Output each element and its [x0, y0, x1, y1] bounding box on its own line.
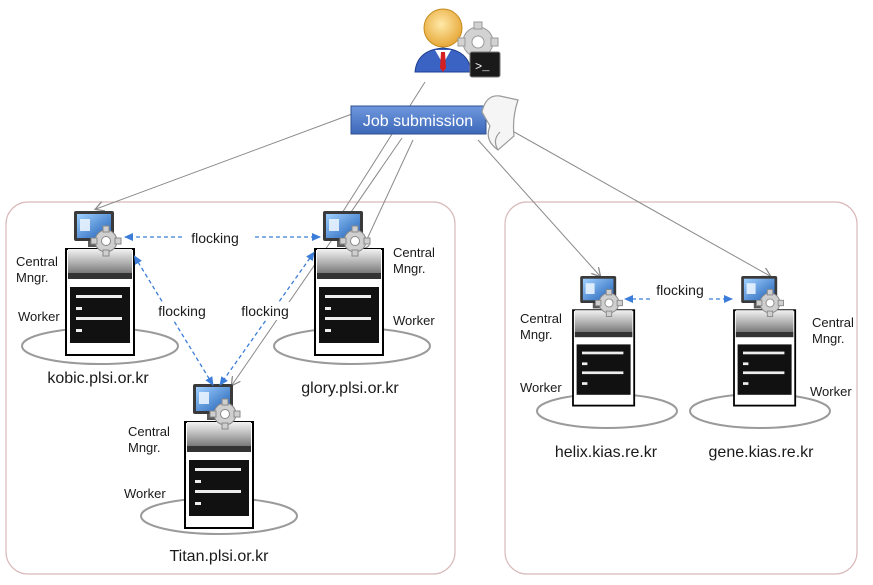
central-label-glory: Central: [393, 245, 435, 260]
host-label-glory: glory.plsi.or.kr: [301, 380, 399, 397]
submit-arrow-gene: [499, 123, 770, 276]
flock-arrow-kobic-titan: [133, 255, 214, 386]
worker-label-glory: Worker: [393, 313, 435, 328]
flocking-label-kias: flocking: [656, 282, 703, 298]
group-box-plsi: [5, 201, 456, 575]
flocking-label-right: flocking: [241, 303, 288, 319]
host-label-kobic: kobic.plsi.or.kr: [47, 370, 149, 387]
flocking-label-left: flocking: [158, 303, 205, 319]
central-label-titan: Central: [128, 424, 170, 439]
worker-label-gene: Worker: [810, 384, 852, 399]
svg-text:>_: >_: [475, 60, 490, 74]
terminal-icon: >_: [469, 51, 501, 78]
central-label-helix: Central: [520, 311, 562, 326]
mngr-label-kobic: Mngr.: [16, 270, 49, 285]
mngr-label-helix: Mngr.: [520, 327, 553, 342]
submit-arrow-kobic: [96, 113, 353, 209]
worker-label-titan: Worker: [124, 486, 166, 501]
submit-arrow-glory-1: [330, 81, 426, 232]
mngr-label-titan: Mngr.: [128, 440, 161, 455]
mngr-label-gene: Mngr.: [812, 331, 845, 346]
mngr-label-glory: Mngr.: [393, 261, 426, 276]
flocking-arrows: [124, 233, 733, 386]
server-rack-icon-glory: [314, 210, 384, 356]
server-rack-icon-kobic: [65, 210, 135, 356]
submit-arrow-helix: [477, 139, 600, 276]
flock-arrow-glory-titan: [219, 251, 315, 386]
group-box-kias: [504, 201, 858, 575]
host-label-helix: helix.kias.re.kr: [555, 444, 658, 461]
user-icon: [414, 8, 472, 73]
server-rack-icon-gene: [733, 275, 797, 407]
central-label-kobic: Central: [16, 254, 58, 269]
scroll-icon: [481, 95, 519, 151]
host-label-titan: Titan.plsi.or.kr: [170, 548, 270, 565]
server-rack-icon-titan: [184, 383, 254, 529]
job-submission-banner: Job submission: [350, 105, 487, 135]
worker-label-helix: Worker: [520, 380, 562, 395]
worker-label-kobic: Worker: [18, 309, 60, 324]
job-submission-label: Job submission: [363, 113, 473, 130]
flocking-labels: flocking flocking flocking flocking: [152, 229, 709, 320]
flocking-label-top: flocking: [191, 230, 238, 246]
central-label-gene: Central: [812, 315, 854, 330]
server-rack-icon-helix: [572, 275, 636, 407]
host-label-gene: gene.kias.re.kr: [709, 444, 815, 461]
submit-arrow-glory-2: [362, 139, 414, 250]
